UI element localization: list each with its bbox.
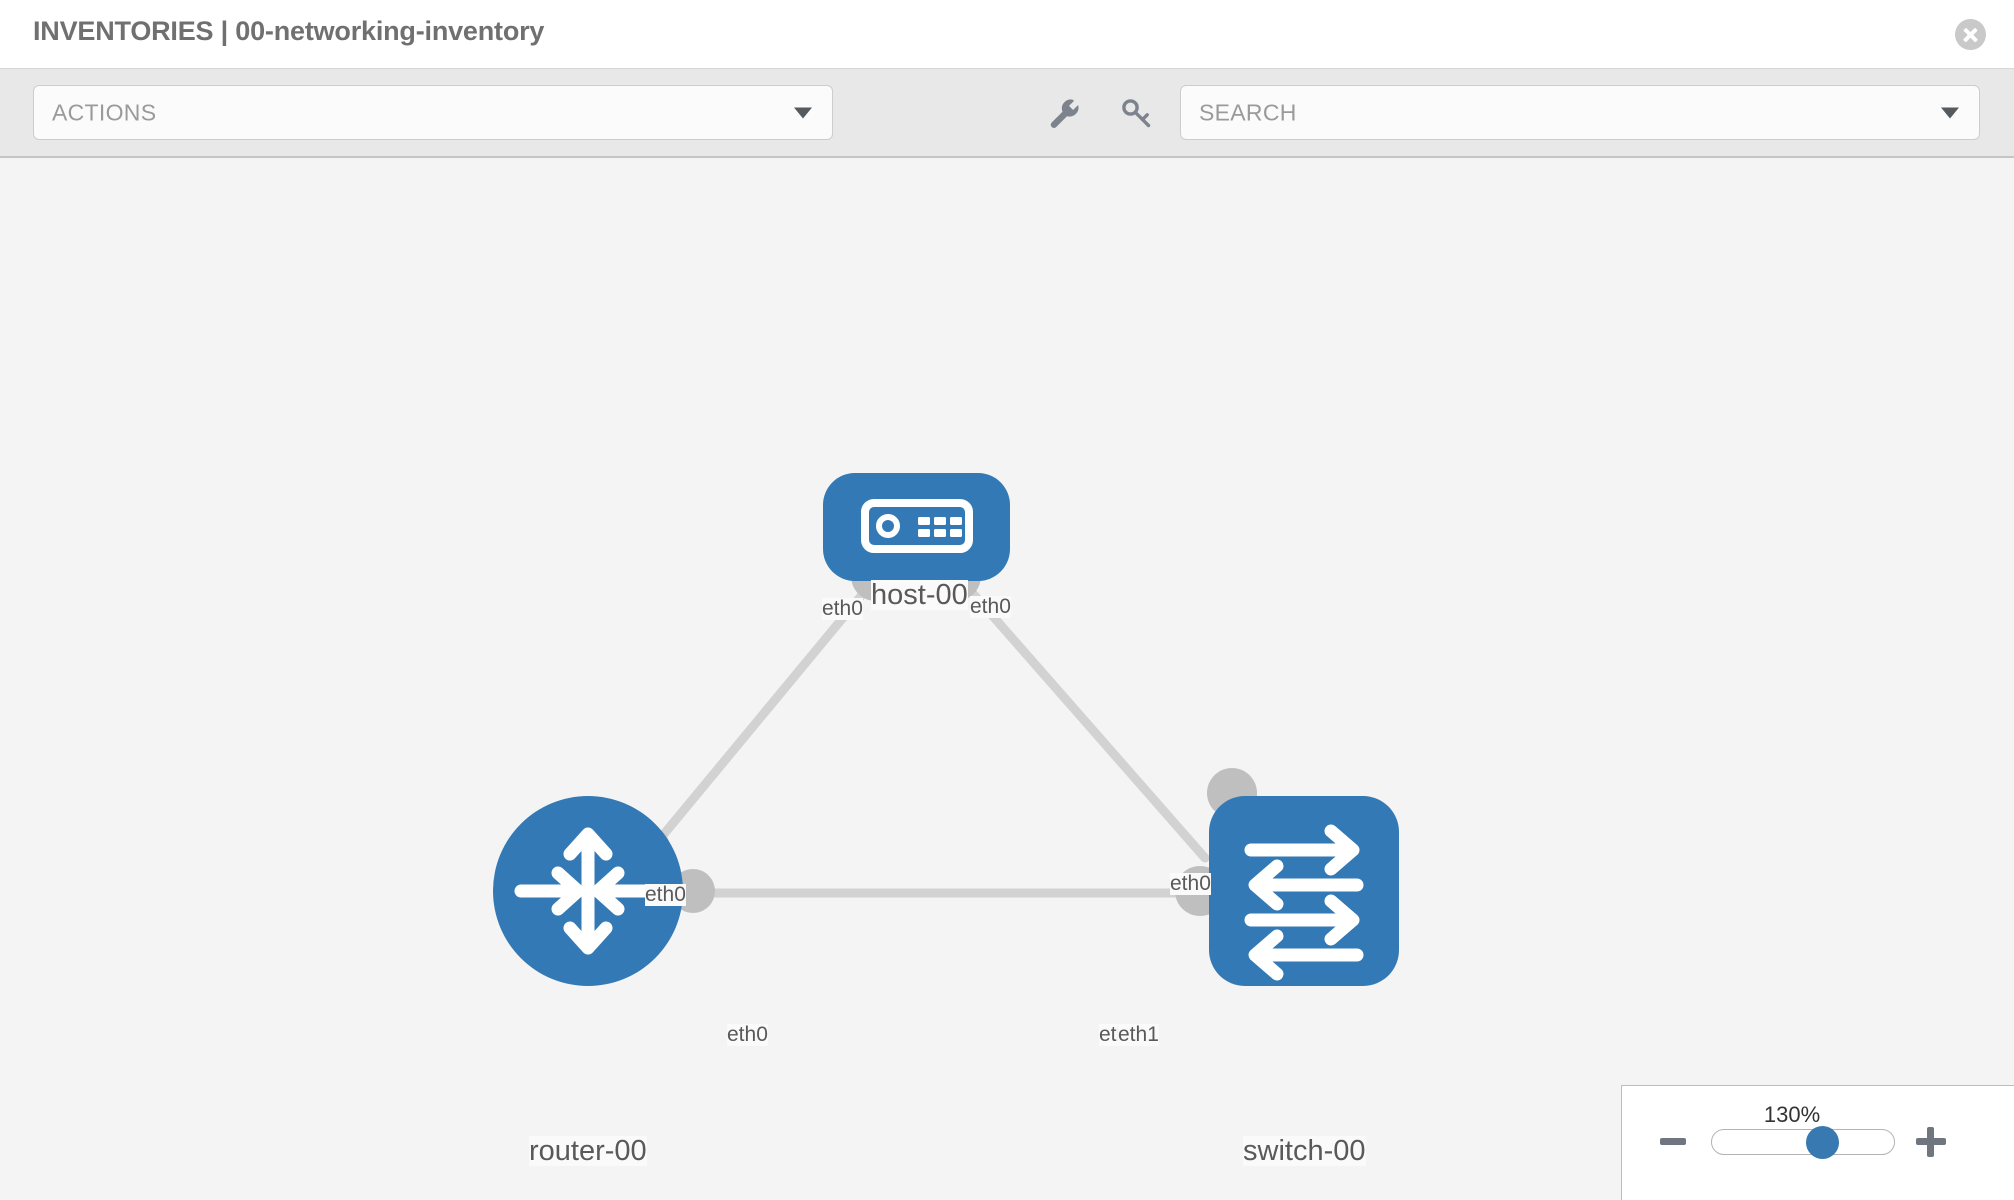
zoom-slider-thumb[interactable] — [1805, 1126, 1839, 1159]
link-host00-switch00[interactable] — [950, 568, 1210, 863]
topology-graph — [493, 473, 1399, 986]
actions-dropdown-label: ACTIONS — [52, 99, 157, 125]
close-icon[interactable] — [1955, 19, 1986, 50]
node-router-00[interactable] — [493, 796, 683, 986]
port-label: eth1 — [1118, 1023, 1159, 1047]
actions-dropdown[interactable]: ACTIONS — [33, 85, 833, 140]
toolbar: ACTIONS SEARCH — [0, 69, 2014, 158]
port-label: eth0 — [970, 595, 1011, 619]
node-host-00[interactable] — [823, 473, 1010, 581]
zoom-in-button[interactable] — [1916, 1127, 1946, 1157]
port-label: eth0 — [1170, 872, 1211, 896]
zoom-level-value: 130% — [1763, 1102, 1821, 1127]
link-host00-router00[interactable] — [635, 568, 885, 868]
link-layer — [635, 568, 1210, 898]
search-input-placeholder: SEARCH — [1199, 99, 1297, 125]
zoom-slider[interactable] — [1711, 1126, 1895, 1159]
node-label-switch-00: switch-00 — [1243, 1135, 1366, 1167]
zoom-control-panel: 130% — [1621, 1085, 2014, 1200]
port-label: eth0 — [822, 597, 863, 621]
port-label: eth0 — [645, 883, 686, 907]
chevron-down-icon — [794, 107, 812, 118]
node-switch-00[interactable] — [1209, 796, 1399, 986]
node-label-host-00: host-00 — [871, 579, 968, 611]
search-input[interactable]: SEARCH — [1180, 85, 1980, 140]
chevron-down-icon — [1941, 107, 1959, 118]
page-title: INVENTORIES | 00-networking-inventory — [33, 16, 545, 46]
wrench-icon[interactable] — [1046, 95, 1082, 131]
port-label: eth0 — [727, 1023, 768, 1047]
zoom-out-button[interactable] — [1660, 1138, 1686, 1145]
window-header: INVENTORIES | 00-networking-inventory — [0, 0, 2014, 69]
topology-canvas[interactable]: eth0 eth0 host-00 eth0 eth0 eth0 eth eth… — [0, 158, 2014, 1200]
node-label-router-00: router-00 — [529, 1135, 647, 1167]
key-icon[interactable] — [1118, 95, 1154, 131]
